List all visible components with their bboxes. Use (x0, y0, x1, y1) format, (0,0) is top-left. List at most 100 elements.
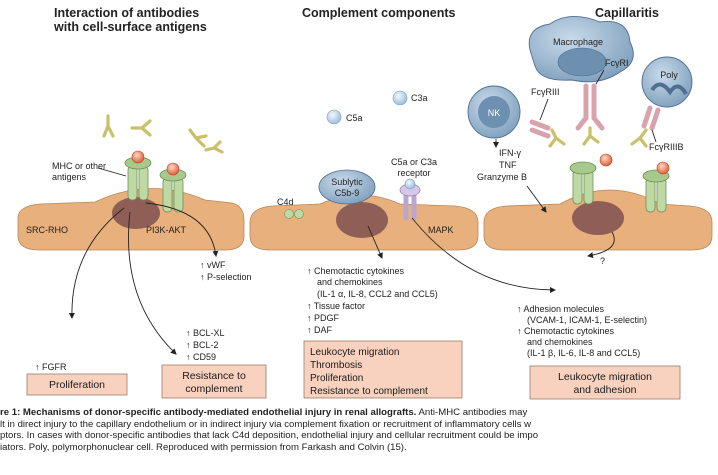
fcgriiib-pointer (651, 129, 657, 143)
label-c3a: C3a (411, 93, 428, 103)
arrow-to-question (587, 231, 615, 259)
label-nk: NK (488, 108, 501, 118)
caption-line1-rest: Anti-MHC antibodies may (416, 407, 528, 418)
label-cd59: ↑ CD59 (186, 352, 216, 362)
box-complement-line1: Leukocyte migration (310, 347, 400, 358)
c5a-molecule (326, 109, 342, 125)
label-question: ? (600, 256, 605, 266)
caption-line4: iators. Poly, polymorphonuclear cell. Re… (0, 441, 407, 453)
label-sublytic-line2: C5b-9 (335, 188, 360, 198)
label-chemotactic1-line1: ↑ Chemotactic cytokines (307, 266, 405, 276)
label-macrophage: Macrophage (553, 37, 603, 47)
nk-nucleus (478, 96, 510, 128)
arrow-to-resistance (128, 211, 177, 355)
label-granzyme: Granzyme B (477, 172, 527, 182)
box-complement-line2: Thrombosis (310, 360, 362, 371)
header-interaction-line2: with cell-surface antigens (53, 20, 207, 34)
arrow-to-adhesion (411, 217, 556, 293)
arrow-to-chemotactic (367, 225, 383, 259)
box-resistance (161, 364, 267, 399)
label-ifn: IFN-γ (499, 148, 521, 158)
panel-capillaritis: Macrophage NK Poly FcγRI FcγRIII FcγRIII… (467, 16, 713, 400)
box-complement-outcomes (303, 340, 463, 399)
box-resistance-line1: Resistance to (182, 370, 246, 382)
label-mhc-line2: antigens (52, 172, 87, 182)
diagram-svg: Interaction of antibodies with cell-surf… (17, 6, 713, 400)
antibody-icon-capillaritis (548, 126, 648, 148)
caption-line3: ptors. In cases with donor-specific anti… (0, 430, 539, 442)
label-chemotactic2-line3: (IL-1 β, IL-6, IL-8 and CCL5) (527, 348, 640, 358)
caption-line2: lt in direct injury to the capillary end… (0, 418, 532, 430)
mhc-antigen-receptor-2 (159, 162, 187, 213)
label-p-selection: ↑ P-selection (200, 272, 252, 282)
label-pi3k-akt: PI3K-AKT (146, 225, 187, 235)
mhc-antigen-receptor-3 (569, 161, 597, 205)
caption-line1: re 1: Mechanisms of donor-specific antib… (0, 407, 718, 419)
panel-complement: C3a C5a C4d Sublytic C5b-9 C5a or C3a re… (249, 90, 556, 399)
box-leukocyte-adhesion (529, 365, 681, 400)
box-leuko-line2: and adhesion (573, 384, 636, 396)
c3a-molecule (392, 90, 408, 106)
label-tissue-factor: ↑ Tissue factor (307, 301, 365, 311)
label-receptor-line2: receptor (397, 168, 430, 178)
label-pdgf: ↑ PDGF (307, 313, 340, 323)
granzyme-arrow (526, 185, 547, 213)
fcgri-pointer (595, 69, 605, 85)
antibody-icon (102, 114, 224, 154)
figure-caption: re 1: Mechanisms of donor-specific antib… (0, 407, 718, 453)
label-bcl-2: ↑ BCL-2 (186, 340, 219, 350)
poly-nucleus (650, 82, 688, 96)
mhc-antigen-receptor-4 (642, 169, 670, 213)
label-chemotactic2-line1: ↑ Chemotactic cytokines (517, 326, 615, 336)
antigen-dot-2 (656, 161, 670, 175)
arrow-to-vwf (145, 202, 219, 257)
header-capillaritis: Capillaritis (595, 6, 659, 20)
nucleus-2 (336, 202, 388, 238)
nucleus-1 (112, 197, 160, 229)
label-chemotactic1-line2: and chemokines (317, 277, 383, 287)
label-adhesion-line2: (VCAM-1, ICAM-1, E-selectin) (527, 315, 647, 325)
panel-antibody-interaction: MHC or other antigens SRC-RHO PI3K-AKT ↑… (17, 114, 267, 399)
box-proliferation-text: Proliferation (49, 379, 105, 391)
arrow-to-proliferation (68, 207, 125, 319)
box-leuko-line1: Leukocyte migration (558, 371, 652, 383)
label-fgfr: ↑ FGFR (35, 362, 67, 372)
label-mhc-line1: MHC or other (52, 161, 106, 171)
label-tnf: TNF (499, 160, 517, 170)
label-chemotactic2-line2: and chemokines (527, 337, 593, 347)
label-src-rho: SRC-RHO (26, 225, 68, 235)
label-poly: Poly (660, 70, 678, 80)
label-fcgriii: FcγRIII (531, 87, 560, 97)
label-bcl-xl: ↑ BCL-XL (186, 328, 225, 338)
box-complement-line3: Proliferation (310, 373, 363, 384)
c4d-deposit (284, 209, 294, 219)
label-mapk: MAPK (428, 225, 454, 235)
label-c5a: C5a (346, 113, 363, 123)
c5a-c3a-receptor (399, 178, 421, 221)
poly-cell (641, 56, 693, 108)
box-resistance-line2: complement (185, 383, 242, 395)
caption-bold: re 1: Mechanisms of donor-specific antib… (0, 407, 417, 418)
nucleus-3 (572, 201, 624, 235)
mhc-pointer-line (97, 167, 127, 177)
fcgriii-pointer (539, 98, 549, 121)
mhc-antigen-receptor (124, 150, 152, 201)
label-receptor-line1: C5a or C3a (391, 157, 437, 167)
label-c4d: C4d (277, 197, 294, 207)
label-fcgri: FcγRI (605, 58, 629, 68)
sublytic-c5b9-complex (318, 169, 376, 205)
label-fcgriiib: FcγRIIIB (649, 142, 684, 152)
label-sublytic-line1: Sublytic (331, 177, 363, 187)
box-proliferation (26, 373, 128, 396)
header-interaction-line1: Interaction of antibodies (54, 6, 199, 20)
box-complement-line4: Resistance to complement (310, 386, 428, 397)
macrophage-nucleus (557, 47, 607, 77)
label-adhesion-line1: ↑ Adhesion molecules (517, 304, 605, 314)
label-vwf: ↑ vWF (200, 260, 226, 270)
c4d-deposit-2 (294, 209, 304, 219)
header-complement: Complement components (302, 6, 456, 20)
label-daf: ↑ DAF (307, 325, 333, 335)
label-chemotactic1-line3: (IL-1 α, IL-8, CCL2 and CCL5) (317, 289, 438, 299)
antigen-dot (599, 153, 613, 167)
